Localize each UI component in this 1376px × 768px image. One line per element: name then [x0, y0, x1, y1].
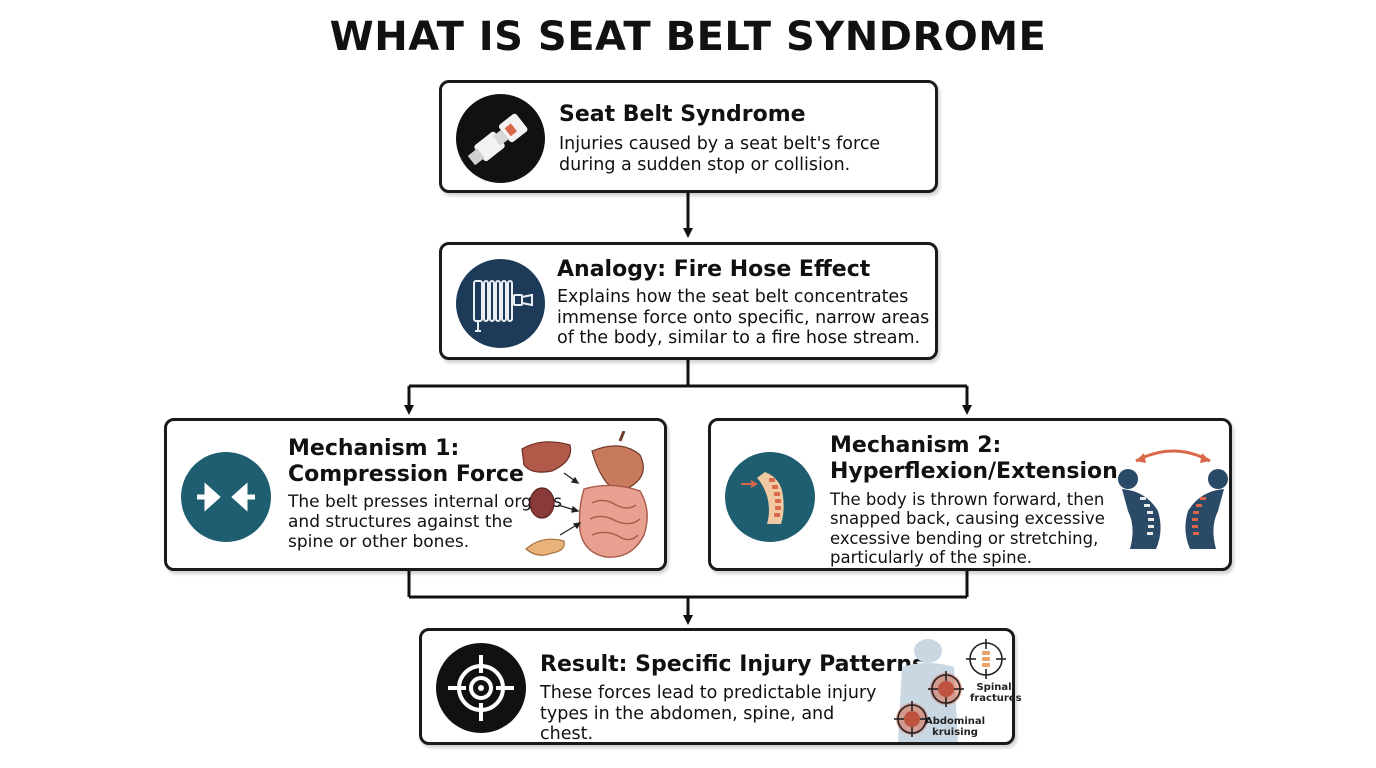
result-description: These forces lead to predictable injury …: [540, 683, 877, 745]
internal-organs-illustration: [512, 431, 662, 566]
target-icon: [436, 643, 526, 733]
definition-description: Injuries caused by a seat belt's force d…: [559, 134, 881, 175]
analogy-box: Analogy: Fire Hose Effect Explains how t…: [439, 242, 938, 360]
analogy-title: Analogy: Fire Hose Effect: [557, 257, 871, 282]
abdominal-bruising-label: Abdominal kruising: [925, 716, 986, 738]
analogy-description: Explains how the seat belt concentrates …: [557, 287, 930, 349]
seat-belt-buckle-icon: [456, 94, 545, 183]
result-title: Result: Specific Injury Patterns: [540, 652, 926, 677]
mechanism1-title-line2: Compression Force: [288, 462, 524, 487]
mechanism1-description: The belt presses internal organs and str…: [288, 492, 562, 553]
compression-arrows-icon: [181, 452, 271, 542]
spinal-fractures-label: Spinal fractures: [970, 682, 1022, 704]
fire-hose-icon: [456, 259, 545, 348]
spine-icon: [725, 452, 815, 542]
definition-title: Seat Belt Syndrome: [559, 102, 806, 127]
mechanism2-title-line2: Hyperflexion/Extension: [830, 459, 1118, 484]
definition-box: Seat Belt Syndrome Injuries caused by a …: [439, 80, 938, 193]
mechanism1-title-line1: Mechanism 1:: [288, 436, 460, 461]
body-injury-illustration: [882, 637, 1012, 742]
mechanism2-title-line1: Mechanism 2:: [830, 433, 1002, 458]
page-title: WHAT IS SEAT BELT SYNDROME: [329, 14, 1047, 60]
hyperflexion-illustration: [1116, 441, 1230, 553]
mechanism2-box: Mechanism 2: Hyperflexion/Extension The …: [708, 418, 1232, 571]
result-box: Result: Specific Injury Patterns These f…: [419, 628, 1022, 745]
mechanism1-box: Mechanism 1: Compression Force The belt …: [164, 418, 667, 571]
mechanism2-description: The body is thrown forward, then snapped…: [830, 490, 1105, 568]
